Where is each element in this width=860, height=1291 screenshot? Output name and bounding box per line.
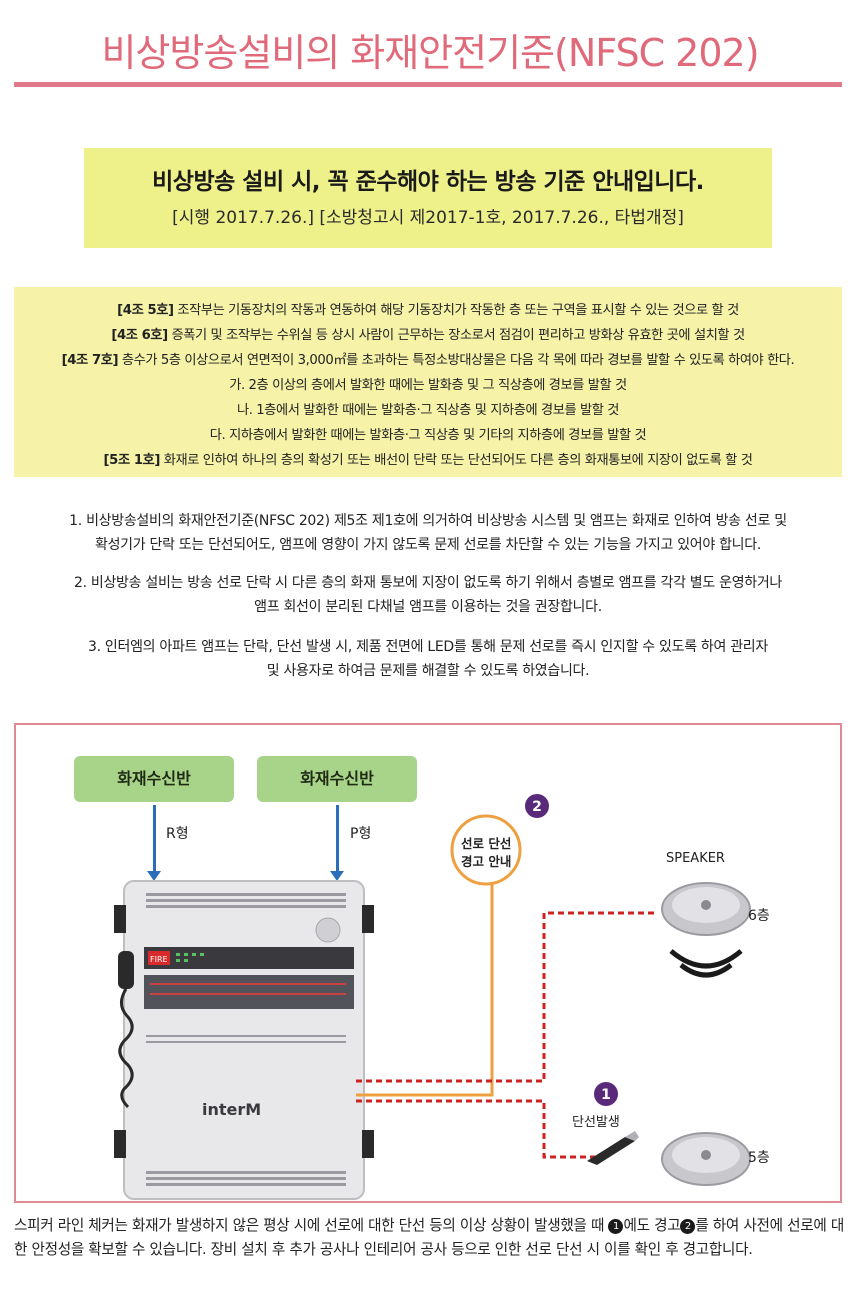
rule-line: [4조 5호] 조작부는 기동장치의 작동과 연동하여 해당 기동장치가 작동한… bbox=[14, 299, 842, 318]
notice-box: 비상방송 설비 시, 꼭 준수해야 하는 방송 기준 안내입니다. [시행 20… bbox=[84, 148, 772, 248]
bottom-text-part-2: 에도 경고 bbox=[623, 1217, 681, 1234]
rule-text: 화재로 인하여 하나의 층의 확성기 또는 배선이 단락 또는 단선되어도 다른… bbox=[160, 453, 753, 468]
rule-text: 가. 2층 이상의 층에서 발화한 때에는 발화층 및 그 직상층에 경보를 발… bbox=[229, 378, 627, 393]
paragraph-1-line-2: 확성기가 단락 또는 단선되어도, 앰프에 영향이 가지 않도록 문제 선로를 … bbox=[95, 537, 761, 553]
rule-line: [4조 7호] 층수가 5층 이상으로서 연면적이 3,000㎡를 초과하는 특… bbox=[14, 349, 842, 368]
badge-2-number: 2 bbox=[532, 799, 542, 815]
rule-text: 증폭기 및 조작부는 수위실 등 상시 사람이 근무하는 장소로서 점검이 편리… bbox=[167, 328, 746, 343]
rule-line: 가. 2층 이상의 층에서 발화한 때에는 발화층 및 그 직상층에 경보를 발… bbox=[14, 374, 842, 393]
page-title: 비상방송설비의 화재안전기준(NFSC 202) bbox=[101, 31, 759, 75]
bottom-text-part-1: 스피커 라인 체커는 화재가 발생하지 않은 평상 시에 선로에 대한 단선 등… bbox=[14, 1217, 609, 1234]
paragraph-1-line-1: 1. 비상방송설비의 화재안전기준(NFSC 202) 제5조 제1호에 의거하… bbox=[69, 513, 787, 529]
fire-panel-right: 화재수신반 bbox=[257, 756, 417, 802]
microphone-icon bbox=[118, 951, 134, 1109]
warning-label-line-1: 선로 단선 bbox=[461, 836, 512, 851]
badge-1-number: 1 bbox=[601, 1087, 611, 1103]
badge-2-icon: 2 bbox=[525, 794, 549, 818]
amp-fire-indicator: FIRE bbox=[150, 955, 168, 964]
speaker-6f-icon bbox=[661, 882, 751, 936]
warning-label-bubble bbox=[450, 814, 522, 886]
system-diagram: 화재수신반 화재수신반 R형 P형 FIRE interM bbox=[14, 723, 842, 1203]
rules-box: [4조 5호] 조작부는 기동장치의 작동과 연동하여 해당 기동장치가 작동한… bbox=[14, 287, 842, 477]
notice-headline: 비상방송 설비 시, 꼭 준수해야 하는 방송 기준 안내입니다. bbox=[152, 169, 704, 195]
type-label-p: P형 bbox=[350, 826, 372, 842]
badge-1-icon: 1 bbox=[594, 1082, 618, 1106]
paragraph-2-line-2: 앰프 회선이 분리된 다채널 앰프를 이용하는 것을 권장합니다. bbox=[254, 599, 602, 615]
floor-label-5: 5층 bbox=[748, 1150, 770, 1166]
title-divider bbox=[14, 82, 842, 87]
rule-tag: [4조 7호] bbox=[61, 353, 119, 368]
break-label: 단선발생 bbox=[572, 1115, 620, 1130]
speaker-lines bbox=[356, 911, 656, 1159]
rule-text: 조작부는 기동장치의 작동과 연동하여 해당 기동장치가 작동한 층 또는 구역… bbox=[173, 303, 739, 318]
floor-label-6: 6층 bbox=[748, 908, 770, 924]
rule-tag: [5조 1호] bbox=[103, 453, 161, 468]
paragraph-3-line-1: 3. 인터엠의 아파트 앰프는 단락, 단선 발생 시, 제품 전면에 LED를… bbox=[88, 639, 768, 655]
rule-line: 나. 1층에서 발화한 때에는 발화층·그 직상층 및 지하층에 경보를 발할 … bbox=[14, 399, 842, 418]
rule-text: 다. 지하층에서 발화한 때에는 발화층·그 직상층 및 기타의 지하층에 경보… bbox=[209, 428, 647, 443]
arrow-left-shaft bbox=[153, 805, 156, 873]
rule-text: 나. 1층에서 발화한 때에는 발화층·그 직상층 및 지하층에 경보를 발할 … bbox=[236, 403, 619, 418]
cutter-icon bbox=[587, 1131, 639, 1165]
paragraph-3-line-2: 및 사용자로 하여금 문제를 해결할 수 있도록 하였습니다. bbox=[266, 663, 590, 679]
speaker-title: SPEAKER bbox=[666, 851, 725, 866]
warning-label-line-2: 경고 안내 bbox=[461, 854, 512, 869]
fire-panel-left: 화재수신반 bbox=[74, 756, 234, 802]
bottom-text-part-3: 를 하여 사전에 선로에 대한 안정성을 확보할 수 있습니다. 장비 설치 후… bbox=[14, 1217, 844, 1258]
speaker-5f-icon bbox=[661, 1132, 751, 1186]
rule-tag: [4조 6호] bbox=[111, 328, 168, 343]
paragraph-2-line-1: 2. 비상방송 설비는 방송 선로 단락 시 다른 층의 화재 통보에 지장이 … bbox=[73, 575, 783, 591]
inline-badge-1: 1 bbox=[608, 1219, 624, 1234]
bottom-description: 스피커 라인 체커는 화재가 발생하지 않은 평상 시에 선로에 대한 단선 등… bbox=[14, 1214, 844, 1262]
type-label-r: R형 bbox=[166, 826, 189, 842]
arrow-left-head bbox=[147, 871, 161, 881]
rule-line: [5조 1호] 화재로 인하여 하나의 층의 확성기 또는 배선이 단락 또는 … bbox=[14, 449, 842, 468]
warning-line bbox=[356, 845, 494, 1097]
arrow-right-shaft bbox=[336, 805, 339, 873]
rule-line: [4조 6호] 증폭기 및 조작부는 수위실 등 상시 사람이 근무하는 장소로… bbox=[14, 324, 842, 343]
rule-line: 다. 지하층에서 발화한 때에는 발화층·그 직상층 및 기타의 지하층에 경보… bbox=[14, 424, 842, 443]
inline-badge-2: 2 bbox=[680, 1219, 696, 1234]
amplifier-rack: FIRE interM bbox=[114, 880, 374, 1200]
amp-brand-logo: interM bbox=[202, 1100, 261, 1119]
arrow-right-head bbox=[330, 871, 344, 881]
sound-waves-icon bbox=[669, 949, 743, 978]
notice-subline: [시행 2017.7.26.] [소방청고시 제2017-1호, 2017.7.… bbox=[172, 208, 684, 228]
rule-tag: [4조 5호] bbox=[117, 303, 174, 318]
rule-text: 층수가 5층 이상으로서 연면적이 3,000㎡를 초과하는 특정소방대상물은 … bbox=[118, 353, 795, 368]
